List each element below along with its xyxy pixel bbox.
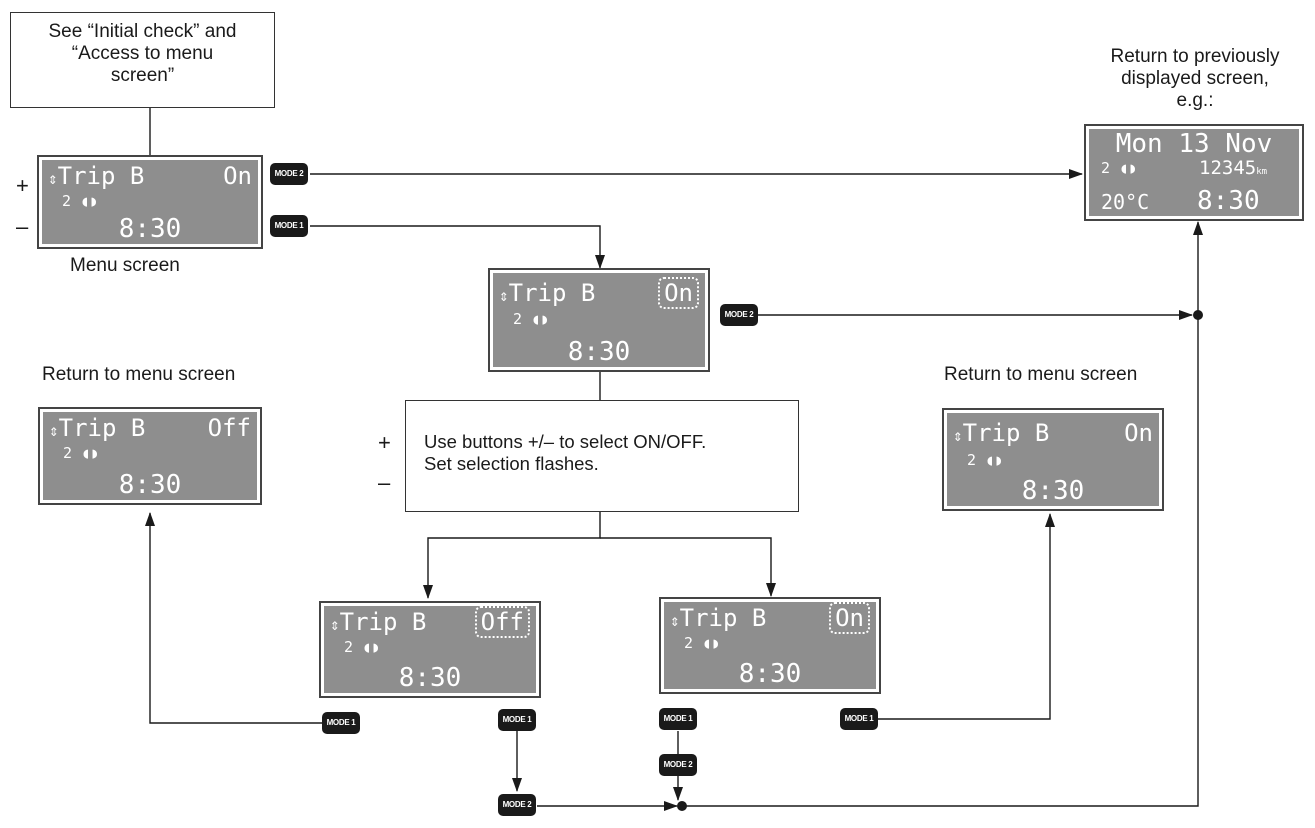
start-note-box: See “Initial check” and “Access to menu …	[10, 12, 275, 108]
lcd-gear: 2 ◖◗	[63, 444, 100, 462]
mode2-button-off-confirm[interactable]: MODE 2	[498, 794, 536, 816]
mode1-button-on-confirm[interactable]: MODE 1	[659, 708, 697, 730]
headlight-icon: ◖◗	[702, 634, 721, 652]
return-menu-right-label: Return to menu screen	[944, 364, 1138, 385]
headlight-icon: ◖◗	[362, 638, 381, 656]
updown-icon: ⇕	[330, 615, 340, 634]
junction-dot-bottom	[677, 801, 687, 811]
setting-screen-display: ⇕Trip B On 2 ◖◗ 8:30	[488, 268, 710, 372]
lcd-title: ⇕Trip B	[48, 162, 145, 190]
updown-icon: ⇕	[953, 426, 963, 445]
lcd-state-flashing: Off	[474, 606, 530, 638]
lcd-state-flashing: On	[829, 602, 870, 634]
return-menu-left-label: Return to menu screen	[42, 364, 236, 385]
lcd-time: 8:30	[398, 663, 462, 693]
junction-dot-right	[1193, 310, 1203, 320]
updown-icon: ⇕	[49, 421, 59, 440]
instruction-box: Use buttons +/– to select ON/OFF. Set se…	[405, 400, 799, 512]
lcd-gear: 2 ◖◗	[684, 634, 721, 652]
headlight-icon: ◖◗	[985, 451, 1004, 469]
start-note-text: See “Initial check” and “Access to menu …	[48, 21, 237, 86]
lcd-state: On	[223, 162, 252, 190]
lcd-time: 8:30	[738, 659, 802, 689]
lcd-time: 8:30	[567, 337, 631, 367]
updown-icon: ⇕	[499, 286, 509, 305]
prev-odometer: 12345km	[1199, 157, 1268, 179]
mode1-button-on-return[interactable]: MODE 1	[840, 708, 878, 730]
plus-sign-instruction: +	[378, 430, 391, 455]
lcd-time: 8:30	[118, 470, 182, 500]
plus-sign-top: +	[16, 173, 29, 198]
lcd-time: 8:30	[118, 214, 182, 244]
headlight-icon: ◖◗	[1119, 159, 1138, 177]
menu-screen-display: ⇕Trip B On 2 ◖◗ 8:30	[37, 155, 263, 249]
minus-sign-instruction: –	[378, 470, 391, 495]
previous-screen-display: Mon 13 Nov 2 ◖◗ 12345km 20°C 8:30	[1084, 124, 1304, 221]
lcd-gear: 2 ◖◗	[967, 451, 1004, 469]
lcd-time: 8:30	[1021, 476, 1085, 506]
menu-screen-caption: Menu screen	[70, 255, 180, 276]
prev-time: 8:30	[1197, 186, 1260, 216]
off-selected-display: ⇕Trip B Off 2 ◖◗ 8:30	[319, 601, 541, 698]
menu-screen-off-display: ⇕Trip B Off 2 ◖◗ 8:30	[38, 407, 262, 505]
updown-icon: ⇕	[670, 611, 680, 630]
prev-date: Mon 13 Nov	[1115, 129, 1273, 159]
on-selected-display: ⇕Trip B On 2 ◖◗ 8:30	[659, 597, 881, 694]
menu-screen-on-display: ⇕Trip B On 2 ◖◗ 8:30	[942, 408, 1164, 511]
lcd-title: ⇕Trip B	[330, 608, 427, 636]
mode2-button-top[interactable]: MODE 2	[270, 163, 308, 185]
lcd-state-flashing: On	[658, 277, 699, 309]
lcd-title: ⇕Trip B	[953, 419, 1050, 447]
mode1-button-off-confirm[interactable]: MODE 1	[498, 709, 536, 731]
mode2-button-setting[interactable]: MODE 2	[720, 304, 758, 326]
headlight-icon: ◖◗	[80, 192, 99, 210]
lcd-state: Off	[207, 414, 251, 442]
lcd-gear: 2 ◖◗	[513, 310, 550, 328]
mode1-button-top[interactable]: MODE 1	[270, 215, 308, 237]
prev-temperature: 20°C	[1101, 190, 1150, 214]
headlight-icon: ◖◗	[531, 310, 550, 328]
lcd-title: ⇕Trip B	[49, 414, 146, 442]
mode1-button-off-return[interactable]: MODE 1	[322, 712, 360, 734]
headlight-icon: ◖◗	[81, 444, 100, 462]
return-previous-label: Return to previously displayed screen, e…	[1110, 46, 1280, 111]
lcd-gear: 2 ◖◗	[344, 638, 381, 656]
lcd-gear: 2 ◖◗	[62, 192, 99, 210]
instruction-text: Use buttons +/– to select ON/OFF. Set se…	[424, 431, 707, 474]
prev-gear: 2 ◖◗	[1101, 159, 1138, 177]
updown-icon: ⇕	[48, 169, 58, 188]
lcd-title: ⇕Trip B	[499, 279, 596, 307]
lcd-title: ⇕Trip B	[670, 604, 767, 632]
mode2-button-on-confirm[interactable]: MODE 2	[659, 754, 697, 776]
lcd-state: On	[1124, 419, 1153, 447]
minus-sign-top: –	[16, 214, 29, 239]
